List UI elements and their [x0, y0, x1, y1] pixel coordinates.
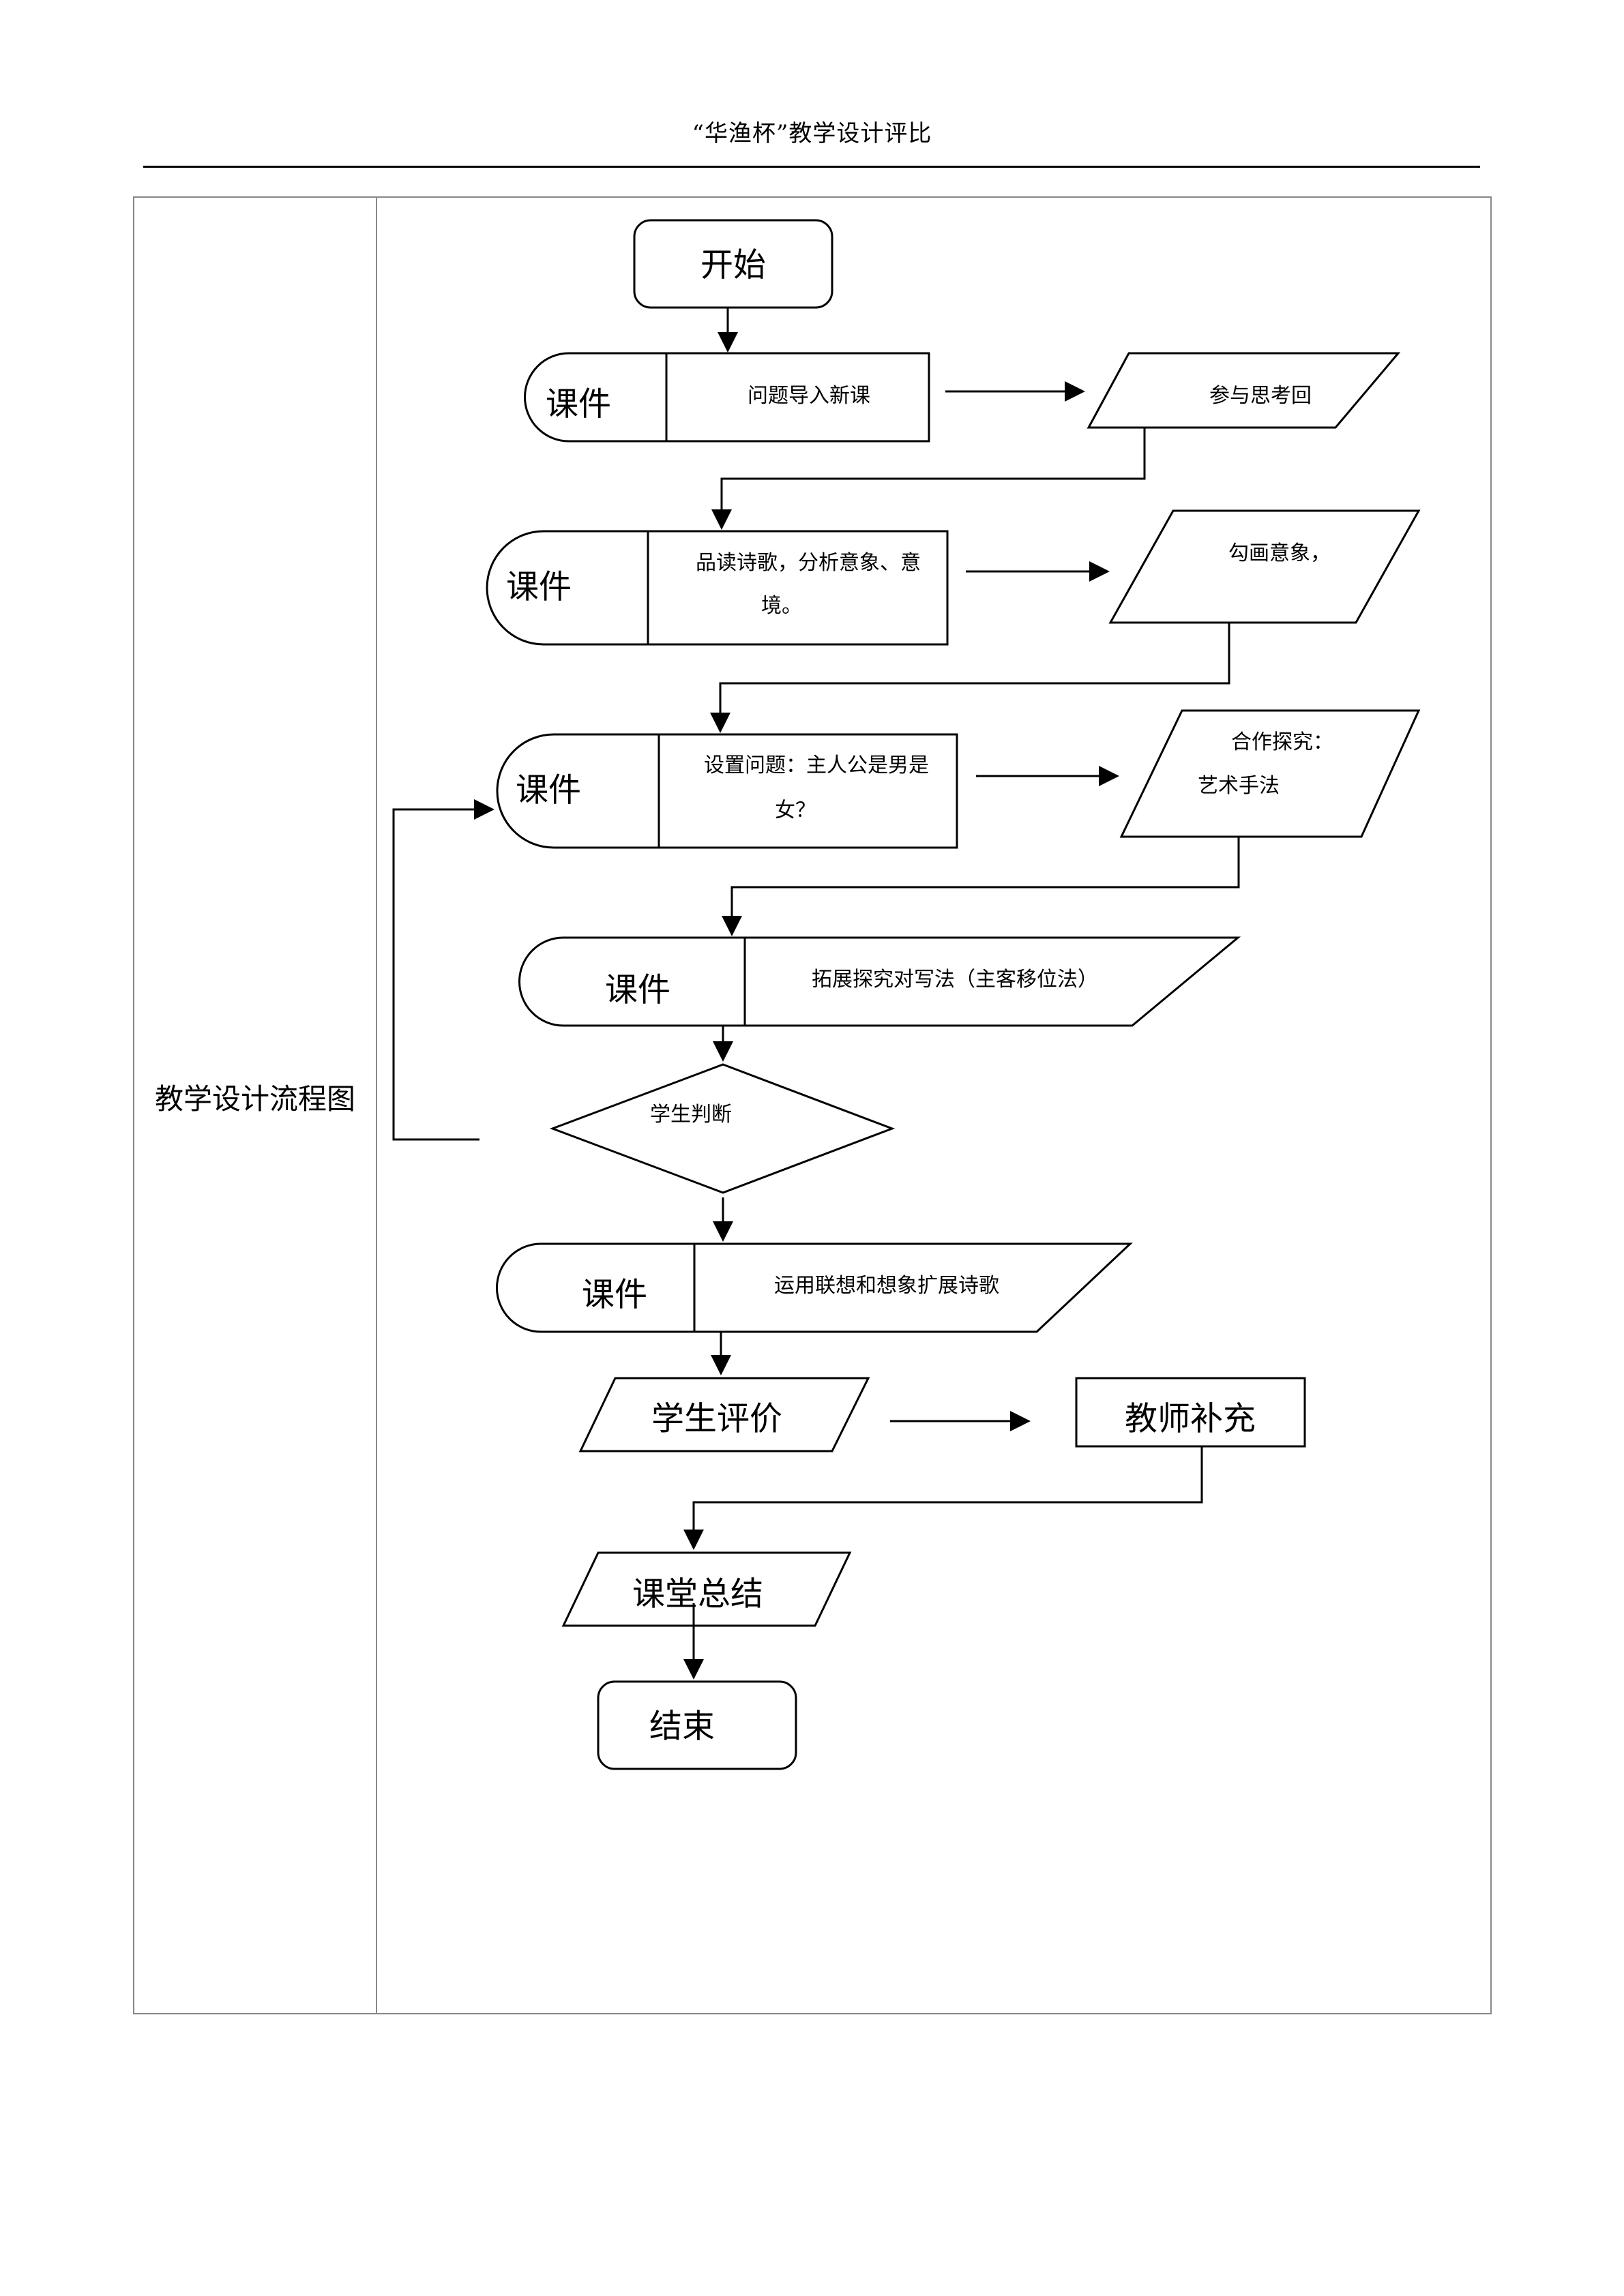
step2-label-line1: 品读诗歌，分析意象、意: [696, 551, 921, 575]
step4-node: 课件 拓展探究对写法（主客移位法）: [518, 936, 1241, 1027]
step3-side-label-line1: 合作探究：: [1231, 730, 1333, 754]
connector-step1-to-step2: [711, 428, 1146, 530]
step5-courseware-label: 课件: [582, 1276, 647, 1314]
decision-node: 学生判断: [549, 1063, 896, 1194]
step3-courseware-label: 课件: [516, 771, 581, 809]
summary-label: 课堂总结: [632, 1575, 763, 1613]
start-node: 开始: [633, 219, 833, 309]
step2-node: 课件 品读诗歌，分析意象、意 境。: [486, 530, 949, 646]
summary-node: 课堂总结: [561, 1551, 852, 1627]
connector-step3-to-step4: [722, 837, 1240, 936]
decision-label: 学生判断: [650, 1103, 732, 1127]
step3-node: 课件 设置问题：主人公是男是 女？: [496, 733, 958, 849]
loop-decision-to-step3: [392, 799, 494, 1141]
end-label: 结束: [649, 1708, 715, 1746]
step2-label-line2: 境。: [761, 594, 802, 618]
step2-courseware-label: 课件: [506, 568, 572, 606]
student-eval-label: 学生评价: [651, 1400, 782, 1438]
step2-side-label: 勾画意象，: [1228, 541, 1331, 565]
connector-step2-to-step3: [710, 623, 1230, 733]
page-title: “华渔杯”教学设计评比: [692, 120, 932, 147]
step4-label: 拓展探究对写法（主客移位法）: [812, 968, 1098, 992]
step1-side-node: 参与思考回: [1087, 352, 1401, 429]
end-node: 结束: [597, 1680, 797, 1770]
teacher-supplement-node: 教师补充: [1075, 1377, 1306, 1448]
teacher-supplement-label: 教师补充: [1125, 1400, 1256, 1438]
student-eval-node: 学生评价: [578, 1377, 870, 1452]
step3-label-line2: 女？: [775, 799, 816, 822]
step1-courseware-label: 课件: [546, 385, 611, 423]
step1-node: 课件 问题导入新课: [524, 352, 930, 443]
step3-label-line1: 设置问题：主人公是男是: [704, 754, 929, 777]
start-label: 开始: [700, 246, 766, 284]
table-row-label: 教学设计流程图: [154, 1082, 355, 1116]
step1-label: 问题导入新课: [748, 384, 870, 408]
step5-node: 课件 运用联想和想象扩展诗歌: [496, 1242, 1133, 1333]
step1-side-label: 参与思考回: [1209, 384, 1312, 408]
table-frame: [133, 196, 1492, 2014]
connector-teacher-to-summary: [683, 1446, 1203, 1550]
step3-side-node: 合作探究： 艺术手法: [1119, 709, 1421, 838]
step4-courseware-label: 课件: [605, 971, 670, 1009]
step5-label: 运用联想和想象扩展诗歌: [774, 1274, 999, 1298]
step3-side-label-line2: 艺术手法: [1198, 774, 1280, 798]
step2-side-node: 勾画意象，: [1108, 509, 1421, 624]
header-divider: [143, 166, 1480, 168]
